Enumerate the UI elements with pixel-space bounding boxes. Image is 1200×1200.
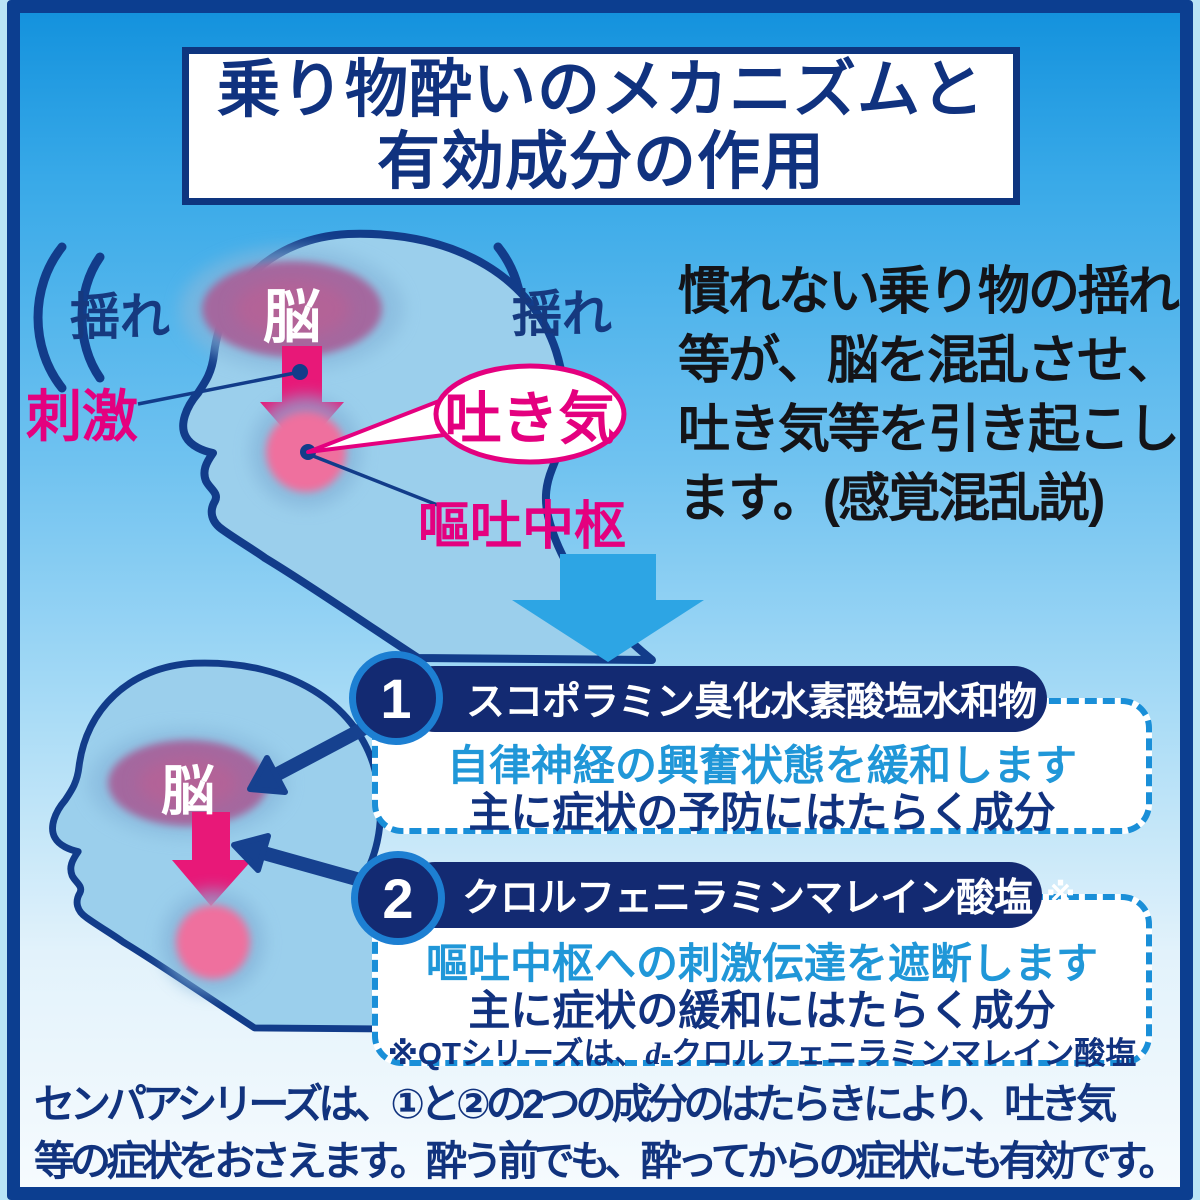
shake-label-right: 揺れ <box>512 286 612 342</box>
vomit-center-label: 嘔吐中枢 <box>418 498 627 556</box>
title-line-2: 有効成分の作用 <box>377 127 825 197</box>
stimulus-label: 刺激 <box>26 385 138 448</box>
nausea-label: 吐き気 <box>444 387 616 451</box>
mechanism-description: 慣れない乗り物の揺れ 等が、脳を混乱させ、 吐き気等を引き起こし ます。(感覚混… <box>678 263 1180 528</box>
ingredient2-asterisk: ※ <box>1046 878 1075 912</box>
ingredient1-number-badge: 1 <box>349 651 443 745</box>
ingredient1-role: 主に症状の予防にはたらく成分 <box>468 789 1056 836</box>
ingredient2-name-pill: クロルフェニラミンマレイン酸塩 ※ <box>402 862 1075 928</box>
stimulus-connector <box>137 370 301 406</box>
down-arrow <box>512 554 704 662</box>
ingredient2-note: ※QTシリーズは、d-クロルフェニラミンマレイン酸塩 <box>387 1036 1137 1071</box>
signal-arrow-2 <box>172 812 252 906</box>
brain-1 <box>180 247 404 371</box>
shake-arcs-left <box>33 242 105 393</box>
brain-label-1: 脳 <box>262 285 322 350</box>
ingredient1-number: 1 <box>380 666 412 730</box>
ingredient2-name: クロルフェニラミンマレイン酸塩 <box>462 877 1033 920</box>
nausea-bubble <box>306 363 627 465</box>
brain-label-2: 脳 <box>161 761 215 822</box>
ingredient1-name-pill: スコポラミン臭化水素酸塩水和物 <box>402 666 1047 732</box>
ingredient1-pointer <box>247 716 378 795</box>
shake-label-left: 揺れ <box>70 289 170 345</box>
brain-2 <box>88 728 288 838</box>
title-line-1: 乗り物酔いのメカニズムと <box>217 55 985 125</box>
footer-summary: センパアシリーズは、①と②の2つの成分のはたらきにより、吐き気 等の症状をおさえ… <box>34 1081 1180 1184</box>
ingredient2-number-badge: 2 <box>351 851 445 945</box>
ingredient2-role: 主に症状の緩和にはたらく成分 <box>468 987 1056 1034</box>
ingredient2-number: 2 <box>382 866 414 930</box>
vomit-label-connector <box>307 452 441 508</box>
ingredient1-action: 自律神経の興奮状態を緩和します <box>446 742 1077 789</box>
vomit-center-2 <box>161 890 265 994</box>
title-box: 乗り物酔いのメカニズムと 有効成分の作用 <box>182 47 1020 205</box>
ingredient2-action: 嘔吐中枢への刺激伝達を遮断します <box>425 940 1098 987</box>
ingredient1-name: スコポラミン臭化水素酸塩水和物 <box>466 681 1037 724</box>
